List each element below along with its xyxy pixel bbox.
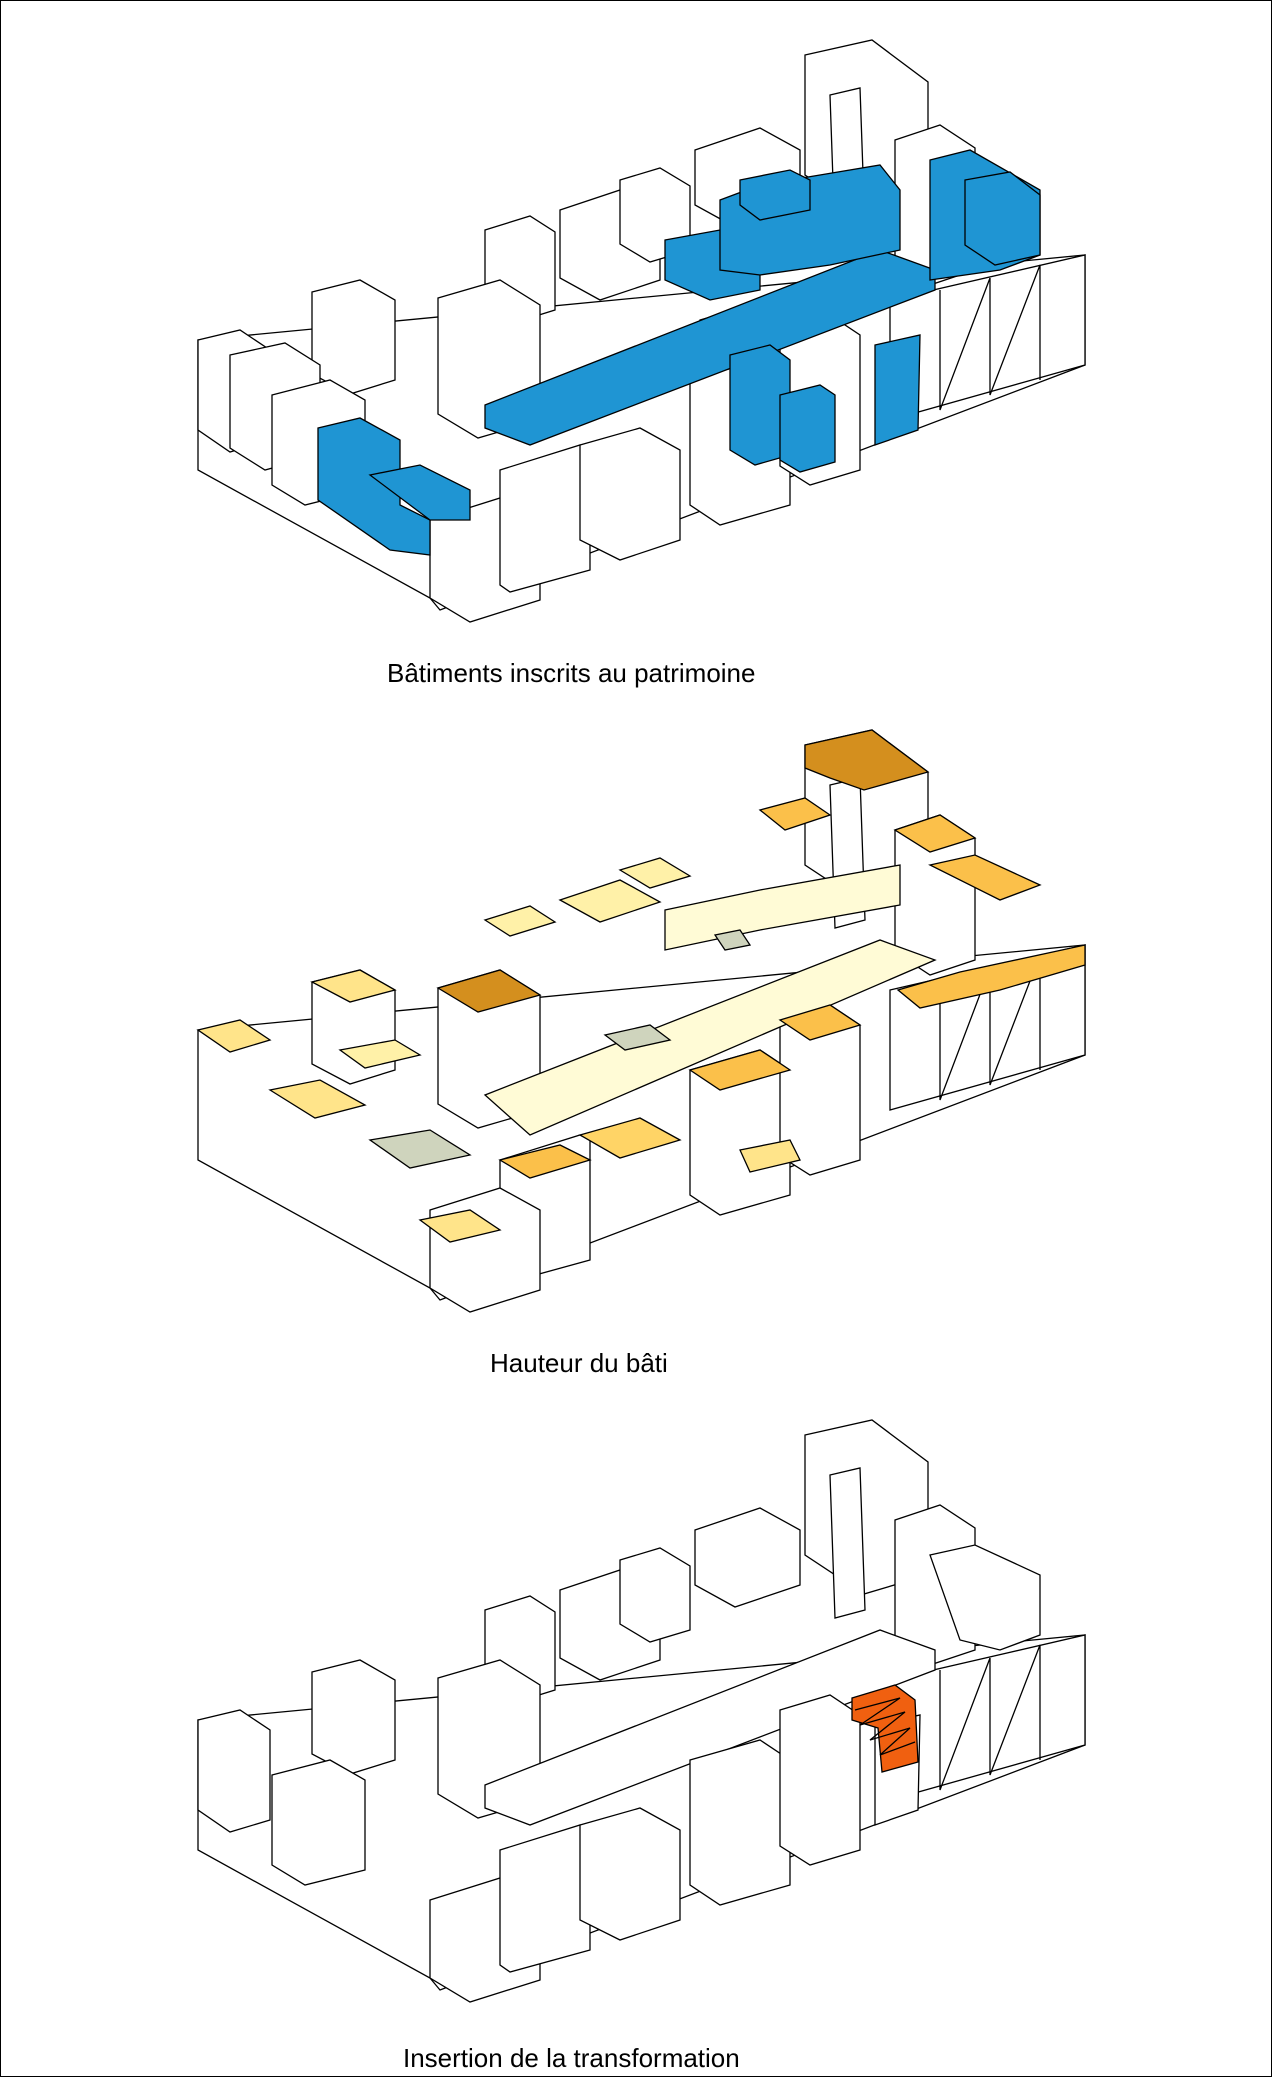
panel-height: Hauteur du bâti bbox=[0, 690, 1272, 1380]
block-base bbox=[197, 39, 1086, 623]
caption-insertion: Insertion de la transformation bbox=[403, 2043, 740, 2073]
heritage-buildings bbox=[317, 149, 1041, 556]
height-roofs bbox=[196, 729, 1086, 1243]
isometric-block-heritage bbox=[197, 39, 1086, 623]
caption-height: Hauteur du bâti bbox=[490, 1348, 668, 1378]
roof-tower bbox=[804, 729, 930, 791]
block-base bbox=[197, 1419, 1086, 2003]
panel-insertion: Insertion de la transformation bbox=[0, 1380, 1272, 2077]
building-left-1 bbox=[311, 279, 396, 395]
isometric-block-height bbox=[196, 729, 1086, 1313]
block-base bbox=[197, 729, 1086, 1313]
panel-heritage: Bâtiments inscrits au patrimoine bbox=[0, 0, 1272, 690]
isometric-block-insertion bbox=[197, 1419, 1086, 2003]
roof-dark bbox=[436, 969, 542, 1013]
transformation-insert bbox=[851, 1684, 919, 1773]
caption-heritage: Bâtiments inscrits au patrimoine bbox=[387, 658, 756, 688]
